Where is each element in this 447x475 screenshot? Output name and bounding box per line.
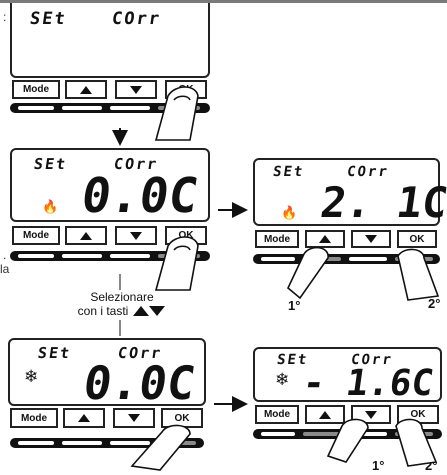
mode-button[interactable]: Mode bbox=[255, 405, 299, 424]
ok-button[interactable]: OK bbox=[397, 230, 437, 248]
down-arrow-icon bbox=[130, 85, 142, 94]
down-button[interactable] bbox=[351, 405, 391, 424]
lcd-screen: SEt COrr 🔥 2. 1C bbox=[253, 158, 447, 227]
finger-press-icon bbox=[287, 246, 329, 300]
finger-press-icon bbox=[154, 86, 199, 141]
up-arrow-icon bbox=[319, 410, 331, 419]
up-arrow-icon bbox=[80, 85, 92, 94]
down-arrow-icon bbox=[128, 414, 140, 422]
finger-press-icon bbox=[397, 248, 440, 301]
selezionare-line2: con i tasti bbox=[77, 304, 129, 318]
lcd-screen: SEt COrr ❄ 0.0C bbox=[8, 338, 206, 410]
selezionare-label: Selezionare con i tasti bbox=[62, 290, 182, 318]
ordinal-second-label: 2° bbox=[428, 296, 441, 311]
up-button[interactable] bbox=[65, 226, 107, 245]
up-arrow-icon bbox=[80, 231, 92, 240]
ordinal-first-label-bottom: 1° bbox=[372, 458, 385, 473]
finger-press-icon bbox=[395, 418, 438, 467]
thermostat-panel-3: SEt COrr 🔥 2. 1C Mode OK bbox=[253, 158, 447, 270]
down-button[interactable] bbox=[113, 408, 155, 428]
up-button[interactable] bbox=[305, 405, 345, 424]
snowflake-icon: ❄ bbox=[275, 370, 290, 389]
lcd-screen: SEt COrr bbox=[10, 3, 210, 78]
top-divider-bar bbox=[0, 0, 447, 3]
up-button[interactable] bbox=[63, 408, 105, 428]
mode-button[interactable]: Mode bbox=[255, 230, 299, 248]
flame-icon: 🔥 bbox=[281, 205, 298, 220]
ordinal-first-label: 1° bbox=[288, 298, 301, 313]
selezionare-line1: Selezionare bbox=[90, 290, 154, 304]
down-button[interactable] bbox=[115, 80, 157, 99]
finger-press-icon bbox=[326, 418, 369, 463]
up-down-arrows-icon bbox=[133, 306, 166, 316]
finger-press-icon bbox=[130, 424, 191, 471]
down-arrow-icon bbox=[130, 231, 142, 240]
lcd-screen: SEt COrr 🔥 0.0C bbox=[10, 148, 210, 224]
down-arrow-icon bbox=[365, 410, 377, 419]
mode-button[interactable]: Mode bbox=[12, 226, 60, 245]
edge-dot-text: . bbox=[3, 248, 7, 262]
flame-icon: 🔥 bbox=[42, 199, 59, 214]
finger-press-icon bbox=[154, 236, 199, 291]
down-button[interactable] bbox=[351, 230, 391, 248]
thermostat-panel-4: SEt COrr ❄ 0.0C Mode OK bbox=[8, 338, 206, 460]
mode-button[interactable]: Mode bbox=[12, 80, 60, 99]
edge-colon-text: : bbox=[3, 10, 7, 24]
up-arrow-icon bbox=[319, 235, 331, 243]
down-button[interactable] bbox=[115, 226, 157, 245]
edge-la-text: la bbox=[0, 262, 10, 276]
down-arrow-icon bbox=[365, 235, 377, 243]
up-button[interactable] bbox=[65, 80, 107, 99]
snowflake-icon: ❄ bbox=[24, 367, 39, 386]
mode-button[interactable]: Mode bbox=[10, 408, 58, 428]
up-button[interactable] bbox=[305, 230, 345, 248]
lcd-screen: SEt COrr ❄ - 1.6C bbox=[253, 347, 442, 404]
up-arrow-icon bbox=[78, 414, 90, 422]
thermostat-panel-1: SEt COrr Mode OK bbox=[10, 3, 210, 123]
